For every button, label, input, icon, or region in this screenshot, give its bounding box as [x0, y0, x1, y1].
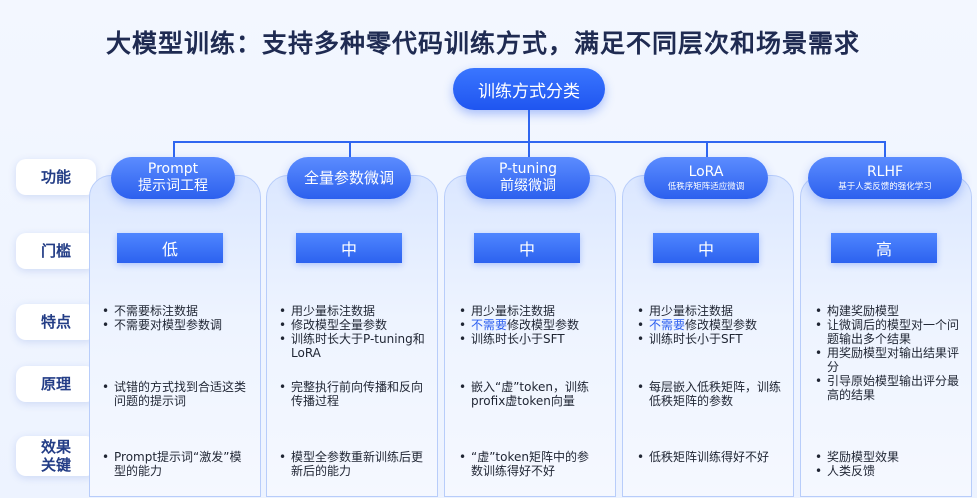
principle-prompt: 试错的方式找到合适这类问题的提示词 — [102, 380, 250, 408]
feature-item: 不需要修改模型参数 — [637, 318, 787, 332]
header-rlhf: RLHF 基于人类反馈的强化学习 — [808, 157, 962, 199]
page-title: 大模型训练：支持多种零代码训练方式，满足不同层次和场景需求 — [106, 29, 861, 58]
header-ptuning: P-tuning 前缀微调 — [466, 157, 590, 199]
header-lora-subtitle: 低秩序矩阵适应微调 — [667, 181, 745, 192]
connector-col-1 — [173, 141, 175, 158]
row-label-threshold: 门槛 — [16, 233, 96, 269]
effect-item: “虚”token矩阵中的参数训练得好不好 — [459, 450, 599, 478]
header-prompt-name2: 提示词工程 — [138, 178, 208, 194]
feature-item: 用少量标注数据 — [279, 304, 427, 318]
root-node: 训练方式分类 — [453, 68, 605, 110]
features-ptuning: 用少量标注数据 不需要修改模型参数 训练时长小于SFT — [459, 304, 609, 346]
effect-item: Prompt提示词“激发”模型的能力 — [102, 450, 252, 478]
header-full-finetune-name: 全量参数微调 — [303, 168, 394, 187]
feature-item: 用少量标注数据 — [459, 304, 609, 318]
feature-item: 构建奖励模型 — [815, 304, 965, 318]
effect-full-finetune: 模型全参数重新训练后更新后的能力 — [279, 450, 427, 478]
header-rlhf-subtitle: 基于人类反馈的强化学习 — [838, 181, 932, 192]
connector-col-4 — [706, 141, 708, 158]
level-lora: 中 — [653, 233, 759, 263]
level-rlhf: 高 — [831, 233, 937, 263]
effect-item: 奖励模型效果 — [815, 450, 965, 464]
feature-item: 训练时长小于SFT — [459, 332, 609, 346]
principle-ptuning: 嵌入“虚”token，训练profix虚token向量 — [459, 380, 607, 408]
row-label-features: 特点 — [16, 304, 96, 340]
feature-item: 让微调后的模型对一个问题输出多个结果 — [815, 318, 965, 346]
feature-item: 不需要修改模型参数 — [459, 318, 609, 332]
connector-col-2 — [349, 141, 351, 158]
features-full-finetune: 用少量标注数据 修改模型全量参数 训练时长大于P-tuning和LoRA — [279, 304, 427, 360]
header-full-finetune: 全量参数微调 — [287, 157, 411, 199]
level-prompt: 低 — [117, 233, 223, 263]
features-lora: 用少量标注数据 不需要修改模型参数 训练时长小于SFT — [637, 304, 787, 346]
header-prompt: Prompt 提示词工程 — [111, 157, 235, 199]
effect-item: 低秩矩阵训练得好不好 — [637, 450, 787, 464]
effect-prompt: Prompt提示词“激发”模型的能力 — [102, 450, 252, 478]
principle-lora: 每层嵌入低秩矩阵，训练低秩矩阵的参数 — [637, 380, 785, 408]
connector-root-stem — [528, 110, 530, 142]
feature-item: 不需要对模型参数调 — [102, 318, 252, 332]
principle-item: 每层嵌入低秩矩阵，训练低秩矩阵的参数 — [637, 380, 785, 408]
header-lora: LoRA 低秩序矩阵适应微调 — [644, 157, 768, 199]
feature-item: 用奖励模型对输出结果评分 — [815, 346, 965, 374]
feature-item: 训练时长小于SFT — [637, 332, 787, 346]
feature-item: 用少量标注数据 — [637, 304, 787, 318]
features-rlhf: 构建奖励模型 让微调后的模型对一个问题输出多个结果 用奖励模型对输出结果评分 引… — [815, 304, 965, 402]
effect-rlhf: 奖励模型效果 人类反馈 — [815, 450, 965, 478]
feature-item: 训练时长大于P-tuning和LoRA — [279, 332, 427, 360]
row-label-function: 功能 — [16, 159, 96, 195]
feature-item: 引导原始模型输出评分最高的结果 — [815, 374, 965, 402]
principle-full-finetune: 完整执行前向传播和反向传播过程 — [279, 380, 427, 408]
connector-col-5 — [884, 141, 886, 158]
row-label-effect: 效果关键 — [16, 436, 96, 476]
row-label-principle: 原理 — [16, 366, 96, 402]
header-ptuning-name2: 前缀微调 — [500, 178, 556, 194]
header-ptuning-name: P-tuning — [498, 161, 558, 177]
level-full-finetune: 中 — [296, 233, 402, 263]
effect-ptuning: “虚”token矩阵中的参数训练得好不好 — [459, 450, 599, 478]
principle-item: 完整执行前向传播和反向传播过程 — [279, 380, 427, 408]
feature-item: 修改模型全量参数 — [279, 318, 427, 332]
connector-col-3 — [528, 141, 530, 158]
feature-item: 不需要标注数据 — [102, 304, 252, 318]
column-panel-prompt — [89, 175, 261, 497]
effect-item: 人类反馈 — [815, 464, 965, 478]
effect-item: 模型全参数重新训练后更新后的能力 — [279, 450, 427, 478]
principle-item: 嵌入“虚”token，训练profix虚token向量 — [459, 380, 607, 408]
header-rlhf-name: RLHF — [866, 163, 904, 180]
header-lora-name: LoRA — [688, 163, 724, 180]
effect-lora: 低秩矩阵训练得好不好 — [637, 450, 787, 464]
header-prompt-name: Prompt — [147, 161, 199, 177]
features-prompt: 不需要标注数据 不需要对模型参数调 — [102, 304, 252, 332]
row-label-effect-text: 效果关键 — [40, 438, 71, 474]
principle-item: 试错的方式找到合适这类问题的提示词 — [102, 380, 250, 408]
level-ptuning: 中 — [474, 233, 580, 263]
